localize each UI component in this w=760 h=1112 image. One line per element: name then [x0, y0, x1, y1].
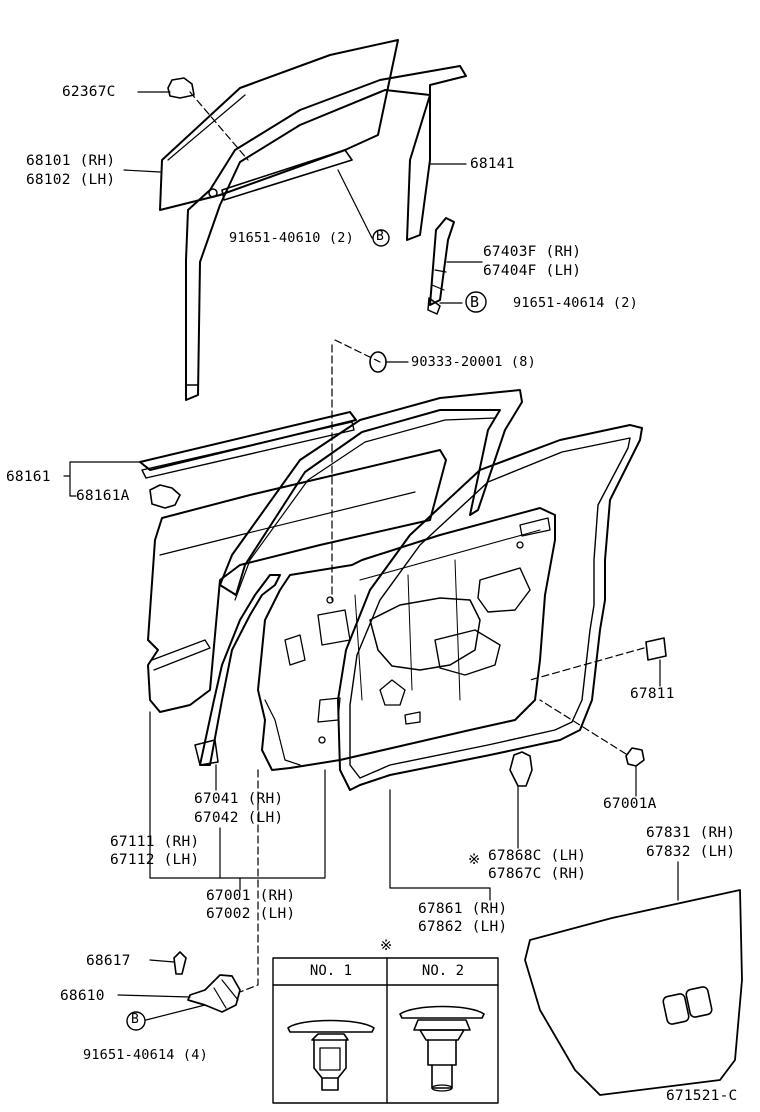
label-67811: 67811 — [630, 686, 675, 702]
door-glass — [159, 39, 399, 211]
door-frame-outer — [219, 389, 523, 596]
division-bar — [429, 217, 455, 306]
label-67404f: 67404F (LH) — [483, 263, 582, 279]
clip-mark-table: ※ — [380, 938, 393, 954]
moulding-clip — [149, 484, 181, 509]
label-67111: 67111 (RH) — [110, 834, 200, 850]
front-run-channel — [199, 574, 281, 766]
label-90333-20001: 90333-20001 (8) — [411, 354, 536, 370]
service-hole-cover — [524, 889, 743, 1096]
callout-b-3: B — [131, 1012, 139, 1027]
figure-id: 671521-C — [666, 1088, 738, 1104]
belt-moulding — [139, 411, 357, 471]
label-68141: 68141 — [470, 156, 515, 172]
clip-mark-67868: ※ — [468, 852, 481, 868]
weatherstrip-clip — [509, 751, 533, 787]
door-shell — [257, 507, 556, 771]
label-68101: 68101 (RH) — [26, 153, 116, 169]
plug-oval — [369, 351, 387, 373]
clip-table-col1: NO. 1 — [309, 963, 353, 979]
label-67403f: 67403F (RH) — [483, 244, 582, 260]
label-67868c: 67868C (LH) — [488, 848, 587, 864]
hinge-pin — [173, 951, 187, 975]
label-62367c: 62367C — [62, 84, 116, 100]
door-weatherstrip — [337, 424, 643, 791]
label-67862: 67862 (LH) — [418, 919, 508, 935]
label-67041: 67041 (RH) — [194, 791, 284, 807]
outer-door-panel — [147, 449, 447, 713]
clip-no1-drawing — [287, 1019, 375, 1091]
label-68161: 68161 — [6, 469, 51, 485]
label-67831: 67831 (RH) — [646, 825, 736, 841]
clip-table-col2: NO. 2 — [421, 963, 465, 979]
label-67042: 67042 (LH) — [194, 810, 284, 826]
label-91651-40610: 91651-40610 (2) — [229, 230, 354, 246]
label-67112: 67112 (LH) — [110, 852, 200, 868]
label-67861: 67861 (RH) — [418, 901, 508, 917]
clip-table — [272, 957, 499, 1104]
label-67867c: 67867C (RH) — [488, 866, 587, 882]
label-68610: 68610 — [60, 988, 105, 1004]
label-67001a: 67001A — [603, 796, 657, 812]
glass-run-channel — [185, 65, 467, 401]
callout-b-1: B — [376, 229, 384, 244]
label-67002: 67002 (LH) — [206, 906, 296, 922]
label-67832: 67832 (LH) — [646, 844, 736, 860]
door-cushion — [625, 747, 645, 767]
door-hinge — [187, 974, 241, 1013]
hole-plug — [645, 637, 667, 661]
label-91651-40614-a: 91651-40614 (2) — [513, 295, 638, 311]
label-68102: 68102 (LH) — [26, 172, 116, 188]
label-68617: 68617 — [86, 953, 131, 969]
label-67001: 67001 (RH) — [206, 888, 296, 904]
glass-clip — [167, 77, 195, 99]
callout-b-2: B — [470, 293, 480, 311]
clip-no2-drawing — [399, 1005, 485, 1092]
label-91651-40614-b: 91651-40614 (4) — [83, 1047, 208, 1063]
label-68161a: 68161A — [76, 488, 130, 504]
